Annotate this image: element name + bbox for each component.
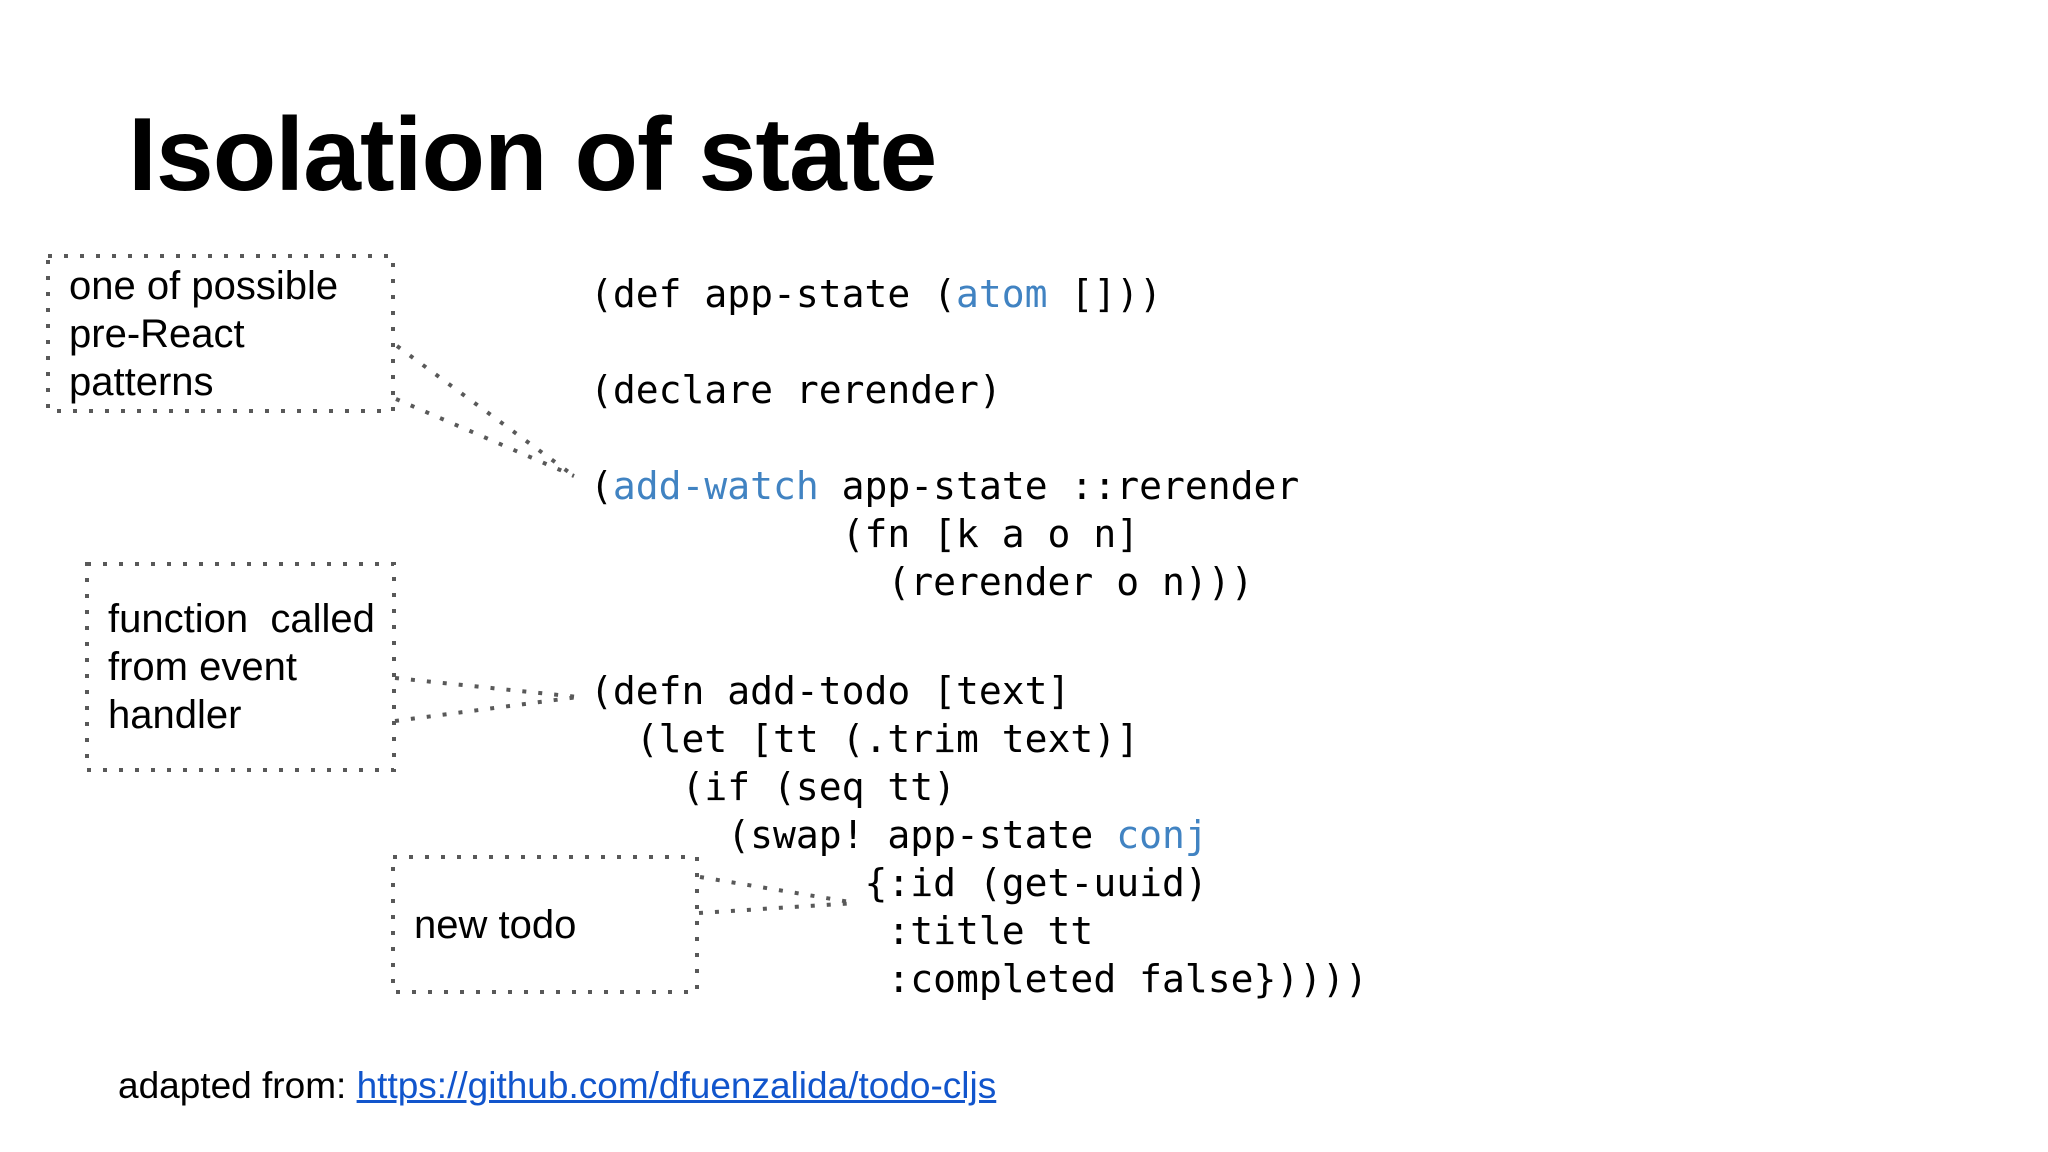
code-text: :title tt [590,909,1094,953]
code-line: (defn add-todo [text] [590,667,1368,715]
code-line [590,414,1299,462]
code-text: [])) [1047,272,1162,316]
code-line: (declare rerender) [590,366,1299,414]
annotation-text: new todo [414,902,577,947]
annotation-text: function called [108,597,375,641]
annotation-box-event-handler: function called from event handler [87,564,394,770]
slide-title: Isolation of state [128,97,937,213]
code-line: (swap! app-state conj [590,811,1368,859]
code-text: (let [tt (.trim text)] [590,717,1140,761]
code-text: (fn [k a o n] [590,512,1140,556]
code-text: (def app-state ( [590,272,957,316]
annotation-text: handler [108,693,242,737]
code-keyword: add-watch [612,464,819,508]
code-line: (fn [k a o n] [590,510,1299,558]
code-block-app-state: (def app-state (atom [])) (declare reren… [590,270,1299,606]
code-text: :completed false})))) [590,957,1368,1001]
code-text: (swap! app-state [590,813,1117,857]
attribution: adapted from: https://github.com/dfuenza… [118,1062,996,1110]
leader-line [395,344,576,478]
code-line: (let [tt (.trim text)] [590,715,1368,763]
code-line: (def app-state (atom [])) [590,270,1299,318]
annotation-text: patterns [69,359,214,404]
annotation-box-pre-react-patterns: one of possible pre-React patterns [48,256,393,411]
attribution-prefix: adapted from: [118,1065,357,1106]
code-line: (if (seq tt) [590,763,1368,811]
code-block-add-todo: (defn add-todo [text] (let [tt (.trim te… [590,667,1368,1003]
source-link[interactable]: https://github.com/dfuenzalida/todo-cljs [356,1065,997,1106]
annotation-text: pre-React [69,311,245,356]
code-text: ( [590,464,613,508]
code-text: (defn add-todo [text] [590,669,1071,713]
code-line: {:id (get-uuid) [590,859,1368,907]
annotation-box-new-todo: new todo [393,857,697,992]
leader-line [395,397,575,478]
leader-line [394,676,579,699]
annotation-text: one of possible [69,263,339,308]
code-text: app-state ::rerender [818,464,1300,508]
code-line: :title tt [590,907,1368,955]
code-keyword: atom [956,272,1048,316]
code-line: :completed false})))) [590,955,1368,1003]
code-line: (add-watch app-state ::rerender [590,462,1299,510]
code-text: {:id (get-uuid) [590,861,1208,905]
code-text: (if (seq tt) [590,765,957,809]
code-text: (rerender o n))) [590,560,1254,604]
code-keyword: conj [1116,813,1208,857]
code-text: (declare rerender) [590,368,1002,412]
code-line [590,318,1299,366]
code-line: (rerender o n))) [590,558,1299,606]
leader-line [394,695,579,723]
annotation-text: from event [108,645,297,689]
